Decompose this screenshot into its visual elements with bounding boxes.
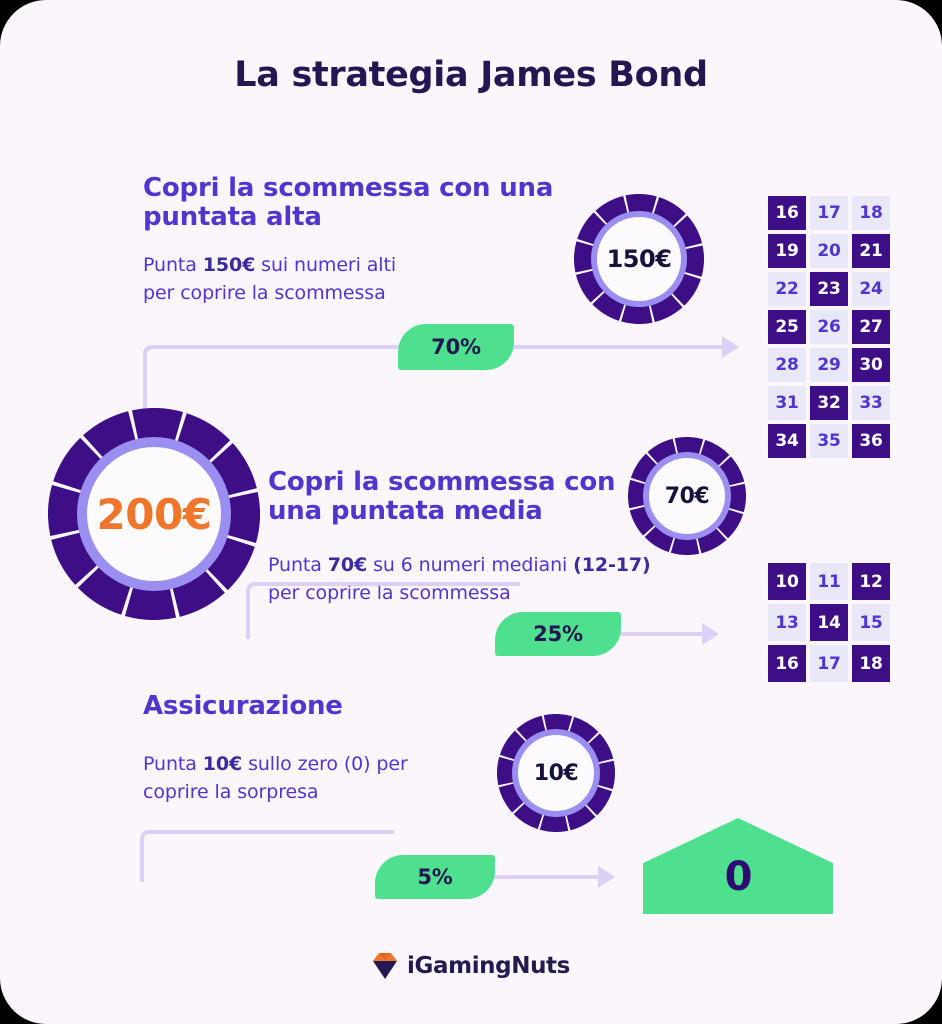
percentage-badge-5: 5%: [375, 855, 495, 899]
roulette-number-cell: 12: [852, 563, 890, 600]
roulette-number-cell: 22: [768, 272, 806, 306]
gem-icon: [373, 953, 398, 979]
body-text-mid: su 6 numeri mediani: [367, 554, 574, 576]
connector-elbow-2: [246, 582, 520, 639]
roulette-number-cell: 14: [810, 604, 848, 641]
casino-chip-150: 150€: [574, 194, 704, 324]
roulette-number-cell: 30: [852, 348, 890, 382]
body-amount: 70€: [327, 554, 368, 576]
roulette-number-cell: 18: [852, 196, 890, 230]
chip-value-label: 150€: [597, 217, 681, 301]
roulette-number-cell: 32: [810, 386, 848, 420]
roulette-number-cell: 15: [852, 604, 890, 641]
roulette-number-cell: 11: [810, 563, 848, 600]
roulette-number-cell: 26: [810, 310, 848, 344]
chip-total-value-label: 200€: [87, 447, 221, 581]
roulette-number-cell: 16: [768, 645, 806, 682]
body-text-pre: Punta: [268, 554, 328, 576]
roulette-number-cell: 33: [852, 386, 890, 420]
section-heading-high-bet: Copri la scommessa con una puntata alta: [143, 173, 554, 233]
casino-chip-70: 70€: [628, 437, 746, 555]
chip-value-label: 10€: [518, 735, 594, 811]
footer-logo: iGamingNuts: [0, 952, 942, 980]
section-body-medium-bet: Punta 70€ su 6 numeri mediani (12-17) pe…: [268, 552, 708, 607]
roulette-number-cell: 10: [768, 563, 806, 600]
body-amount: 150€: [202, 254, 256, 276]
section-heading-medium-bet: Copri la scommessa con una puntata media: [268, 467, 616, 527]
roulette-number-cell: 13: [768, 604, 806, 641]
roulette-number-cell: 19: [768, 234, 806, 268]
body-text-line2: per coprire la scommessa: [143, 281, 386, 304]
roulette-number-cell: 17: [810, 645, 848, 682]
section-body-high-bet: Punta 150€ sui numeri alti per coprire l…: [143, 252, 543, 307]
logo-text: iGamingNuts: [407, 953, 570, 979]
connector-arrowhead-3: [598, 866, 615, 888]
roulette-number-cell: 36: [852, 424, 890, 458]
body-text-pre: Punta: [143, 753, 203, 775]
body-text-post: sullo zero (0) per: [242, 753, 408, 775]
chip-value-label: 70€: [649, 458, 725, 534]
casino-chip-10: 10€: [497, 714, 615, 832]
percentage-badge-70: 70%: [398, 324, 514, 370]
body-text-line2: coprire la sorpresa: [143, 780, 319, 803]
body-text-line2: per coprire la scommessa: [268, 581, 511, 604]
connector-line-3: [387, 875, 602, 879]
connector-arrowhead-2: [702, 623, 719, 645]
roulette-number-cell: 27: [852, 310, 890, 344]
roulette-number-cell: 24: [852, 272, 890, 306]
roulette-number-cell: 34: [768, 424, 806, 458]
roulette-number-cell: 31: [768, 386, 806, 420]
zero-pocket-shape: 0: [643, 818, 833, 914]
roulette-number-cell: 16: [768, 196, 806, 230]
body-range: (12-17): [573, 554, 651, 576]
roulette-number-cell: 35: [810, 424, 848, 458]
connector-elbow-3: [140, 830, 394, 882]
connector-arrowhead-1: [722, 336, 739, 358]
percentage-badge-25: 25%: [495, 612, 621, 656]
body-text-post: sui numeri alti: [255, 254, 396, 276]
roulette-number-cell: 25: [768, 310, 806, 344]
body-text-pre: Punta: [143, 254, 203, 276]
page-title: La strategia James Bond: [234, 55, 708, 95]
zero-label: 0: [724, 854, 753, 900]
roulette-number-cell: 17: [810, 196, 848, 230]
body-amount: 10€: [202, 753, 243, 775]
roulette-number-cell: 29: [810, 348, 848, 382]
roulette-number-cell: 18: [852, 645, 890, 682]
roulette-number-cell: 23: [810, 272, 848, 306]
roulette-number-cell: 28: [768, 348, 806, 382]
connector-elbow-1: [143, 345, 437, 427]
connector-line-1: [430, 345, 726, 349]
roulette-number-cell: 20: [810, 234, 848, 268]
roulette-number-cell: 21: [852, 234, 890, 268]
section-body-insurance: Punta 10€ sullo zero (0) per coprire la …: [143, 751, 503, 806]
section-heading-insurance: Assicurazione: [143, 691, 343, 721]
casino-chip-total-200: 200€: [48, 408, 260, 620]
